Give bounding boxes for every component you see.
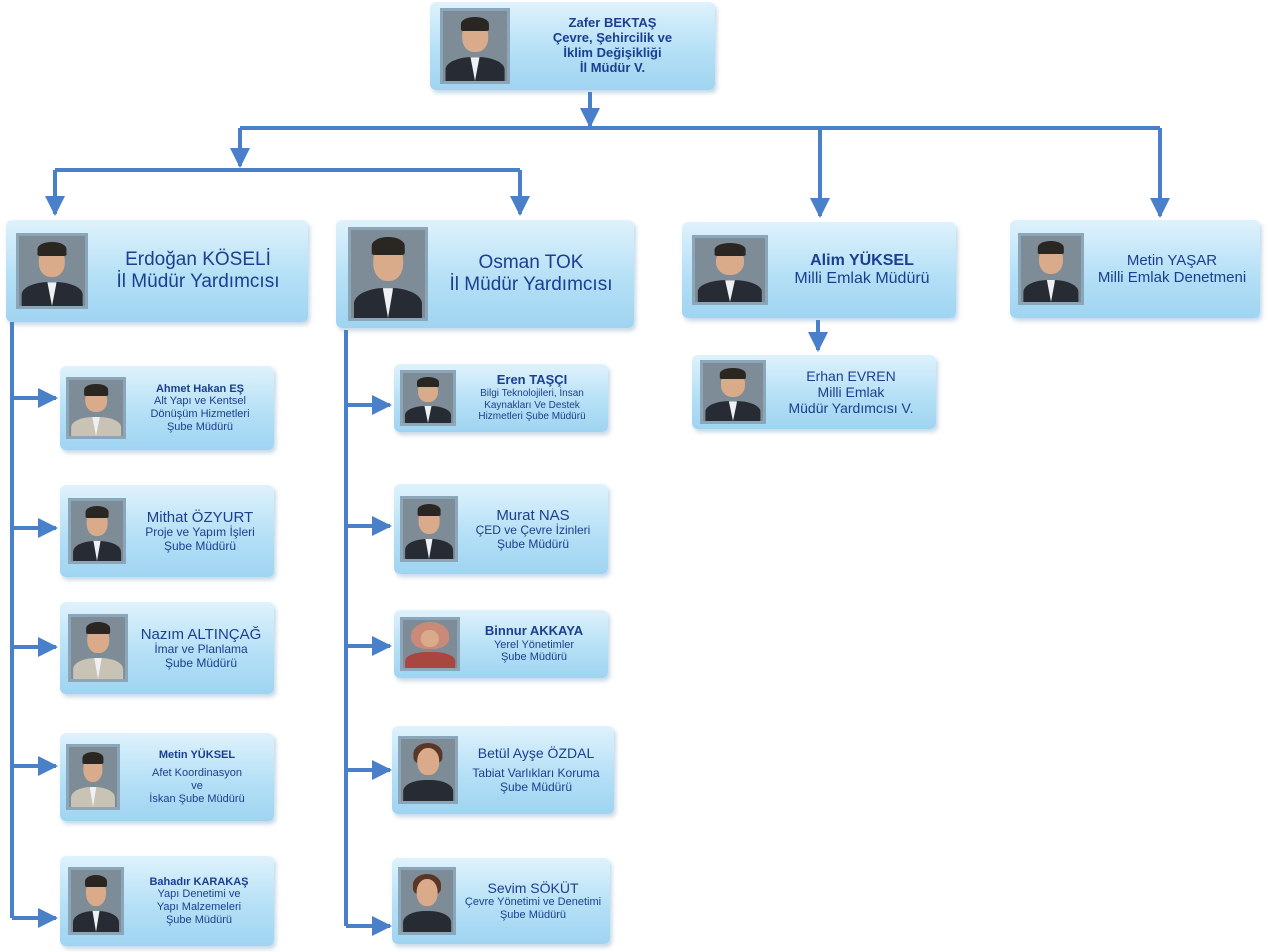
ahmet-photo <box>66 377 126 439</box>
card-branch-ahmet: Ahmet Hakan EŞ Alt Yapı ve Kentsel Dönüş… <box>60 366 274 450</box>
card-director: Zafer BEKTAŞ Çevre, Şehircilik ve İklim … <box>430 2 715 90</box>
erhan-title-line-1: Milli Emlak <box>817 383 885 400</box>
eren-name: Eren TAŞÇI <box>496 372 568 388</box>
card-inspector: Metin YAŞAR Milli Emlak Denetmeni <box>1010 220 1260 318</box>
binnur-title-line-1: Yerel Yönetimler <box>493 638 575 651</box>
erhan-name: Erhan EVREN <box>806 367 896 384</box>
card-milli-emlak-assistant: Erhan EVREN Milli Emlak Müdür Yardımcısı… <box>692 355 936 429</box>
metin-yuksel-title-line-2: ve <box>191 780 203 792</box>
eren-title-line-3: Hizmetleri Şube Müdürü <box>478 411 586 423</box>
osman-photo <box>348 227 428 321</box>
eren-photo <box>400 370 456 426</box>
erdogan-title: İl Müdür Yardımcısı <box>116 271 280 292</box>
erdogan-name: Erdoğan KÖSELİ <box>125 249 271 271</box>
binnur-name: Binnur AKKAYA <box>484 622 584 638</box>
erhan-title-line-2: Müdür Yardımcısı V. <box>788 400 914 417</box>
bahadir-title-line-1: Yapı Denetimi ve <box>157 888 241 901</box>
nazim-title-line-1: İmar ve Planlama <box>154 641 248 656</box>
card-branch-sevim: Sevim SÖKÜT Çevre Yönetimi ve Denetimi Ş… <box>392 858 610 944</box>
card-branch-murat: Murat NAS ÇED ve Çevre İzinleri Şube Müd… <box>394 484 608 574</box>
murat-name: Murat NAS <box>496 506 570 524</box>
eren-title-line-2: Kaynakları Ve Destek <box>484 399 580 411</box>
metin-yasar-name: Metin YAŞAR <box>1126 251 1218 269</box>
erdogan-photo <box>16 233 88 309</box>
director-title-line-1: Çevre, Şehircilik ve <box>552 30 673 46</box>
ahmet-title-line-2: Dönüşüm Hizmetleri <box>150 408 250 420</box>
card-deputy-osman: Osman TOK İl Müdür Yardımcısı <box>336 220 634 328</box>
binnur-title-line-2: Şube Müdürü <box>500 651 568 664</box>
metin-yuksel-title-line-1: Afet Koordinasyon <box>152 767 242 780</box>
card-branch-nazim: Nazım ALTINÇAĞ İmar ve Planlama Şube Müd… <box>60 602 274 694</box>
binnur-photo <box>400 617 460 671</box>
sevim-name: Sevim SÖKÜT <box>487 880 579 897</box>
sevim-photo <box>398 867 456 935</box>
alim-photo <box>692 235 768 305</box>
card-branch-bahadir: Bahadır KARAKAŞ Yapı Denetimi ve Yapı Ma… <box>60 856 274 946</box>
metin-yuksel-title-line-3: İskan Şube Müdürü <box>149 792 245 805</box>
card-branch-mithat: Mithat ÖZYURT Proje ve Yapım İşleri Şube… <box>60 485 274 577</box>
alim-title: Milli Emlak Müdürü <box>794 270 930 287</box>
betul-title-line-1: Tabiat Varlıkları Koruma <box>472 766 600 781</box>
mithat-photo <box>68 498 126 564</box>
nazim-photo <box>68 614 128 682</box>
mithat-title-line-2: Şube Müdürü <box>163 538 237 553</box>
card-deputy-erdogan: Erdoğan KÖSELİ İl Müdür Yardımcısı <box>6 220 308 322</box>
metin-yuksel-photo <box>66 744 120 810</box>
ahmet-title-line-3: Şube Müdürü <box>166 420 234 433</box>
card-branch-metin-yuksel: Metin YÜKSEL Afet Koordinasyon ve İskan … <box>60 733 274 821</box>
sevim-title-line-1: Çevre Yönetimi ve Denetimi <box>464 896 602 909</box>
card-branch-eren: Eren TAŞÇI Bilgi Teknolojileri, İnsan Ka… <box>394 364 608 432</box>
card-milli-emlak-manager: Alim YÜKSEL Milli Emlak Müdürü <box>682 222 956 318</box>
mithat-name: Mithat ÖZYURT <box>146 508 254 526</box>
erhan-photo <box>700 360 766 424</box>
card-branch-betul: Betül Ayşe ÖZDAL Tabiat Varlıkları Korum… <box>392 726 614 814</box>
metin-yasar-photo <box>1018 233 1084 305</box>
card-branch-binnur: Binnur AKKAYA Yerel Yönetimler Şube Müdü… <box>394 610 608 678</box>
bahadir-photo <box>68 867 124 935</box>
director-title-line-2: İklim Değişikliği <box>563 45 662 60</box>
bahadir-title-line-3: Şube Müdürü <box>165 913 233 926</box>
betul-photo <box>398 736 458 804</box>
murat-photo <box>400 496 458 562</box>
metin-yuksel-name: Metin YÜKSEL <box>158 748 236 761</box>
bahadir-name: Bahadır KARAKAŞ <box>149 875 249 888</box>
betul-name: Betül Ayşe ÖZDAL <box>477 745 595 762</box>
metin-yasar-title: Milli Emlak Denetmeni <box>1097 269 1247 286</box>
murat-title-line-2: Şube Müdürü <box>496 536 570 551</box>
sevim-title-line-2: Şube Müdürü <box>499 909 567 922</box>
director-photo <box>440 8 510 84</box>
bahadir-title-line-2: Yapı Malzemeleri <box>156 901 242 913</box>
murat-title-line-1: ÇED ve Çevre İzinleri <box>475 522 591 537</box>
director-title-line-3: İl Müdür V. <box>579 59 646 75</box>
mithat-title-line-1: Proje ve Yapım İşleri <box>145 524 255 539</box>
betul-title-line-2: Şube Müdürü <box>499 780 573 795</box>
nazim-name: Nazım ALTINÇAĞ <box>140 625 262 643</box>
alim-name: Alim YÜKSEL <box>810 251 914 269</box>
nazim-title-line-2: Şube Müdürü <box>164 655 238 670</box>
ahmet-name: Ahmet Hakan EŞ <box>155 382 245 395</box>
osman-title: İl Müdür Yardımcısı <box>449 274 613 295</box>
director-name: Zafer BEKTAŞ <box>568 15 657 31</box>
osman-name: Osman TOK <box>478 252 584 274</box>
ahmet-title-line-1: Alt Yapı ve Kentsel <box>154 395 246 408</box>
eren-title-line-1: Bilgi Teknolojileri, İnsan <box>480 388 584 400</box>
